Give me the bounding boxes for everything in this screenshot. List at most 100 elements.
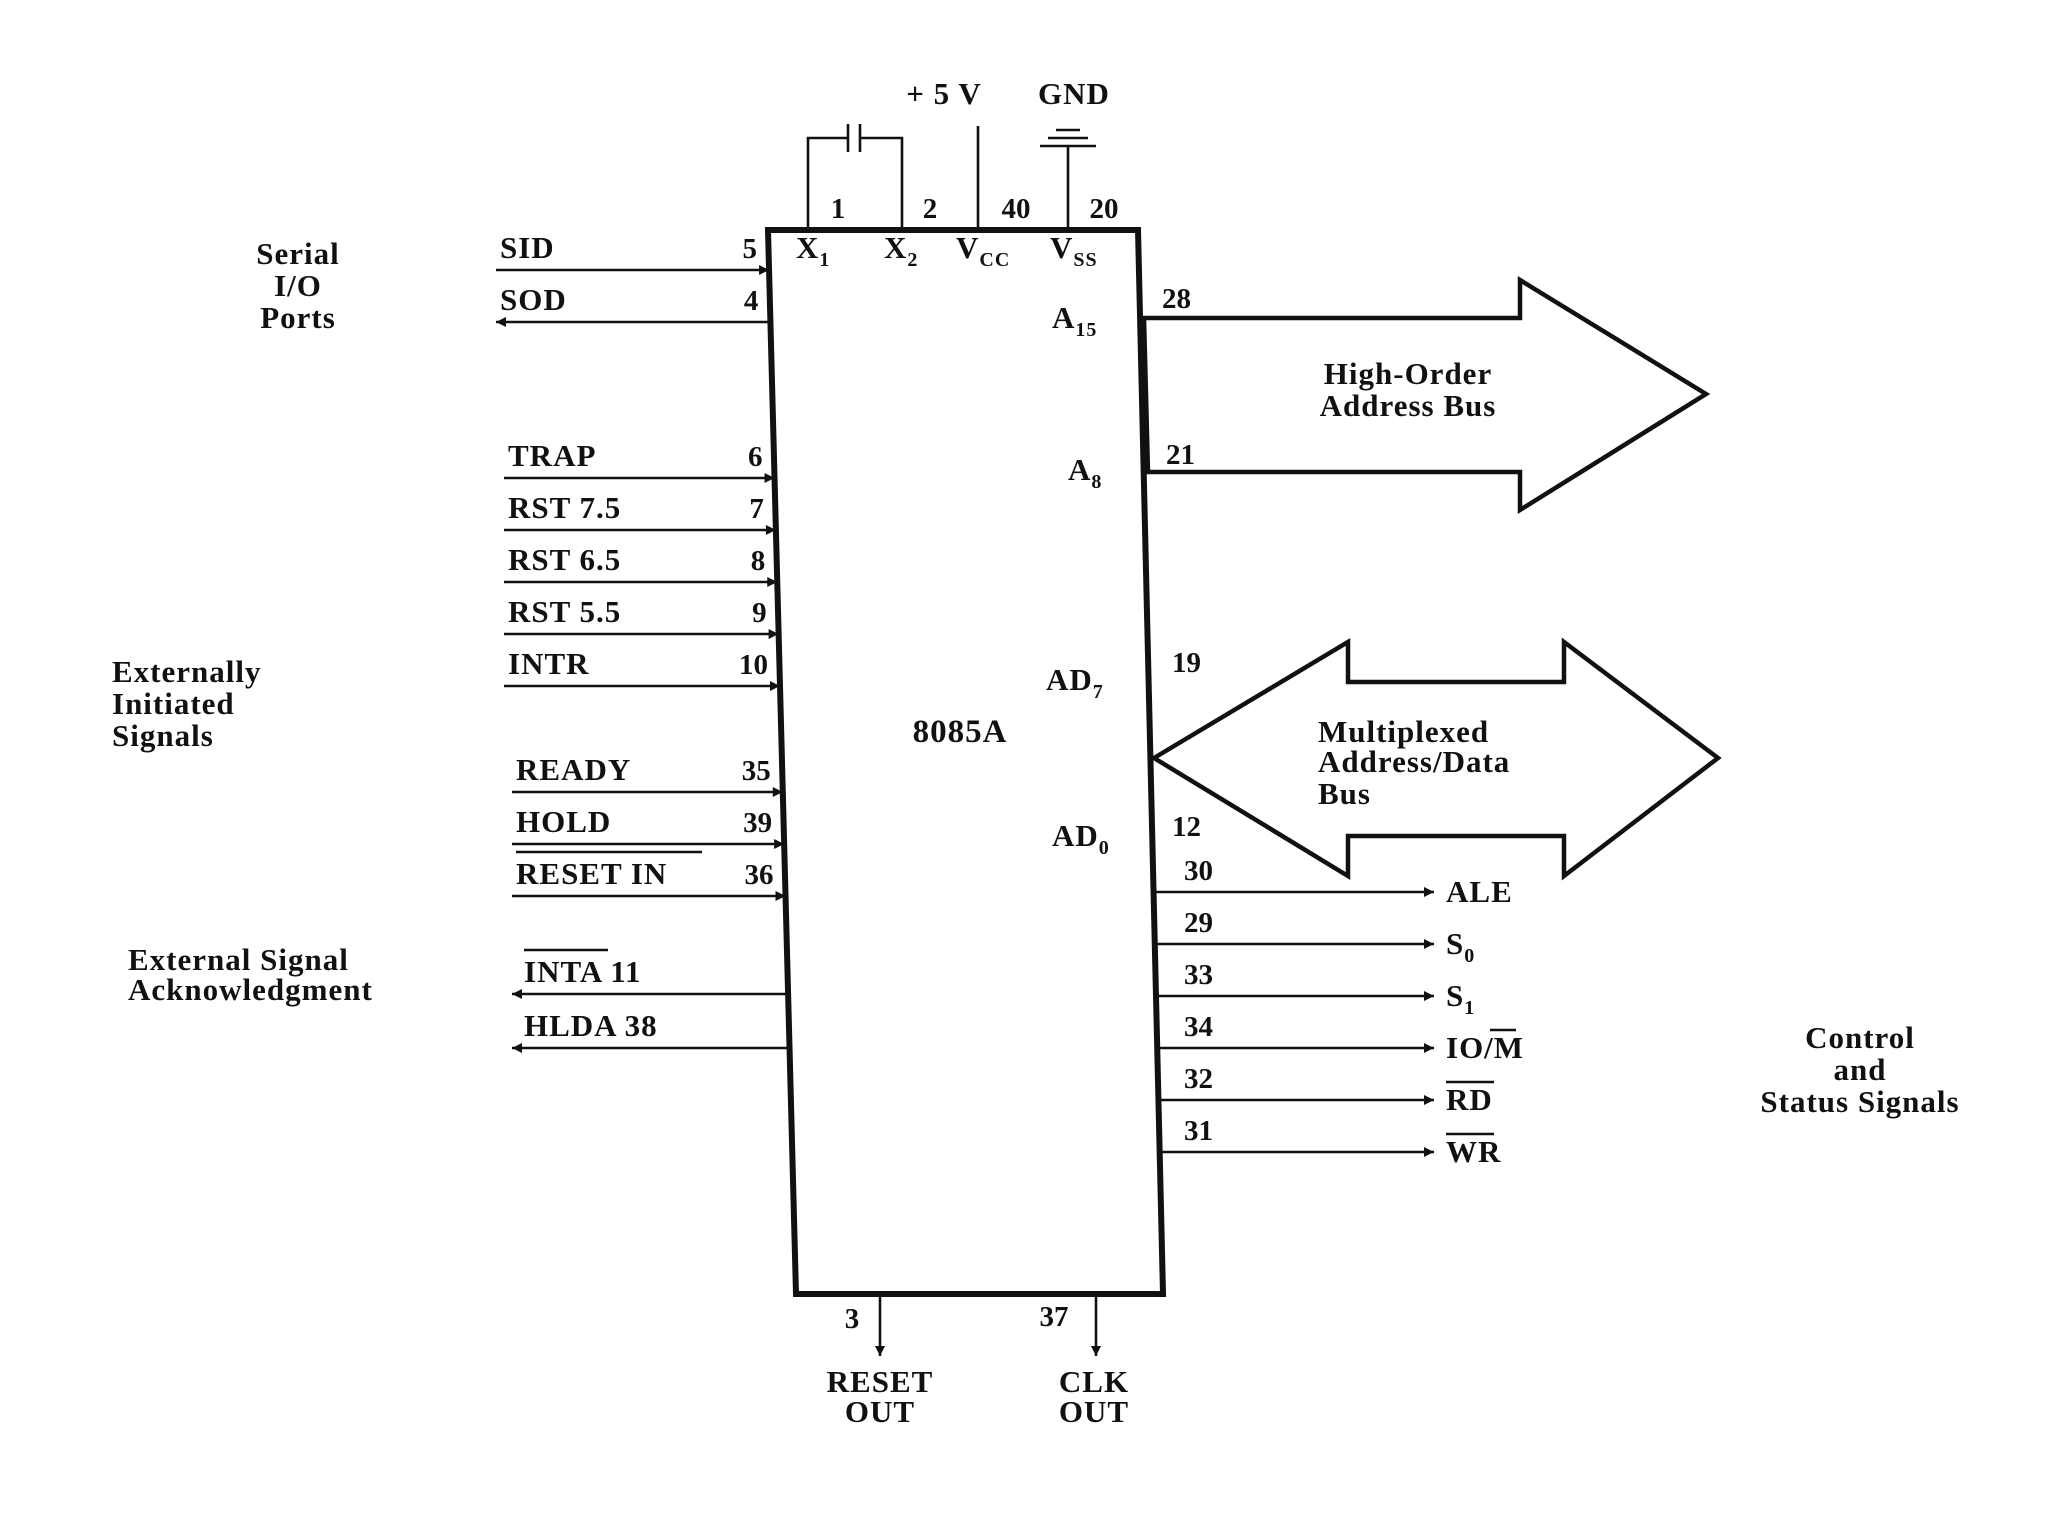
- pin-name-x2: X2: [884, 230, 918, 271]
- signal-label-sid: SID: [500, 230, 555, 265]
- clk-out-label-line: CLK: [1059, 1364, 1129, 1399]
- signal-ready: READY 35: [512, 752, 783, 797]
- pin-number-rd: 32: [1184, 1063, 1213, 1095]
- signal-label-rst65: RST 6.5: [508, 542, 621, 577]
- signal-label-intr: INTR: [508, 646, 590, 681]
- signal-label-inta: INTA 11: [524, 954, 642, 989]
- chip-name: 8085A: [913, 714, 1008, 750]
- signal-label-hlda: HLDA 38: [524, 1008, 658, 1043]
- signal-label-trap: TRAP: [508, 438, 596, 473]
- pin-number-ready: 35: [742, 755, 771, 787]
- pin-name-ad7: AD7: [1046, 662, 1104, 703]
- signal-label-rst75: RST 7.5: [508, 490, 621, 525]
- pin-number-ale: 30: [1184, 855, 1213, 887]
- chip-body: [764, 227, 1167, 1297]
- pin-number-vcc: 40: [1002, 193, 1031, 225]
- pin-number-sod: 4: [744, 285, 759, 317]
- signal-label-rd: RD: [1446, 1082, 1493, 1117]
- signal-label-ready: READY: [516, 752, 631, 787]
- mux-bus-label-line: Multiplexed: [1318, 714, 1489, 749]
- signal-trap: TRAP 6: [504, 438, 775, 483]
- group-label-line: Status Signals: [1760, 1084, 1959, 1119]
- group-label-line: Signals: [112, 718, 214, 753]
- high-bus-label-line: Address Bus: [1320, 388, 1497, 423]
- pin-number-wr: 31: [1184, 1115, 1213, 1147]
- pin-number-s1: 33: [1184, 959, 1213, 991]
- signal-hold: HOLD 39: [512, 804, 785, 849]
- high-order-bus-arrow: [1141, 275, 1711, 515]
- group-label-line: Ports: [260, 300, 336, 335]
- pin-number-trap: 6: [748, 441, 763, 473]
- bottom-signals: 3 RESET OUT 37 CLK OUT: [827, 1296, 1129, 1429]
- pin-number-a15: 28: [1162, 283, 1191, 315]
- pin-number-rst75: 7: [749, 493, 764, 525]
- pin-number-intr: 10: [739, 649, 768, 681]
- group-label-line: Acknowledgment: [128, 972, 373, 1007]
- group-label-line: Initiated: [112, 686, 235, 721]
- signal-intr: INTR 10: [504, 646, 780, 691]
- pin-number-vss: 20: [1090, 193, 1119, 225]
- pin-name-vss: VSS: [1050, 230, 1098, 271]
- signal-rst75: RST 7.5 7: [504, 490, 776, 535]
- pin-number-iom: 34: [1184, 1011, 1213, 1043]
- multiplexed-bus-arrow: [1149, 637, 1722, 881]
- signal-resetin: RESET IN 36: [512, 850, 786, 901]
- group-label-line: and: [1834, 1052, 1887, 1087]
- group-externally-initiated-signals: Externally Initiated Signals: [112, 654, 262, 753]
- group-serial-io-ports: Serial I/O Ports: [256, 236, 340, 335]
- pin-name-vcc: VCC: [956, 230, 1010, 271]
- signal-label-s0: S0: [1446, 926, 1475, 967]
- signal-label-ale: ALE: [1446, 874, 1513, 909]
- top-pins: + 5 V GND 1 2 40 20 X1 X2 VCC VSS: [796, 76, 1119, 271]
- pin-number-ad0: 12: [1172, 811, 1201, 843]
- signal-sid: SID 5: [496, 230, 770, 275]
- group-label-line: Serial: [256, 236, 340, 271]
- pin-number-hold: 39: [743, 807, 772, 839]
- group-external-signal-acknowledgment: External Signal Acknowledgment: [128, 942, 373, 1007]
- signal-sod: SOD 4: [496, 282, 773, 327]
- group-control-and-status-signals: Control and Status Signals: [1760, 1020, 1959, 1119]
- signal-label-s1: S1: [1446, 978, 1475, 1019]
- group-label-line: Control: [1805, 1020, 1915, 1055]
- mux-bus-label-line: Bus: [1318, 776, 1371, 811]
- signal-label-hold: HOLD: [516, 804, 611, 839]
- signal-label-rst55: RST 5.5: [508, 594, 621, 629]
- clk-out-label-line: OUT: [1059, 1394, 1129, 1429]
- signal-inta: INTA 11: [512, 948, 791, 999]
- signal-label-resetin: RESET IN: [516, 856, 667, 891]
- high-bus-label-line: High-Order: [1324, 356, 1492, 391]
- pin-number-reset-out: 3: [845, 1303, 860, 1335]
- reset-out-label-line: OUT: [845, 1394, 915, 1429]
- mux-bus-label-line: Address/Data: [1318, 744, 1510, 779]
- pin-number-ad7: 19: [1172, 647, 1201, 679]
- signal-label-iom: IO/M: [1446, 1030, 1524, 1065]
- pin-number-x1: 1: [831, 193, 846, 225]
- pin-name-a15: A15: [1052, 300, 1097, 341]
- reset-out-label-line: RESET: [827, 1364, 934, 1399]
- signal-label-wr: WR: [1446, 1134, 1501, 1169]
- pin-number-resetin: 36: [745, 859, 774, 891]
- pin-number-s0: 29: [1184, 907, 1213, 939]
- vcc-supply-label: + 5 V: [906, 76, 982, 111]
- group-label-line: Externally: [112, 654, 262, 689]
- pin-name-ad0: AD0: [1052, 818, 1110, 859]
- pin-number-a8: 21: [1166, 439, 1195, 471]
- pin-name-x1: X1: [796, 230, 830, 271]
- pin-name-a8: A8: [1068, 452, 1102, 493]
- signal-label-sod: SOD: [500, 282, 567, 317]
- pin-number-sid: 5: [743, 233, 758, 265]
- group-label-line: External Signal: [128, 942, 349, 977]
- pin-number-clk-out: 37: [1040, 1301, 1069, 1333]
- ground-label: GND: [1038, 76, 1110, 111]
